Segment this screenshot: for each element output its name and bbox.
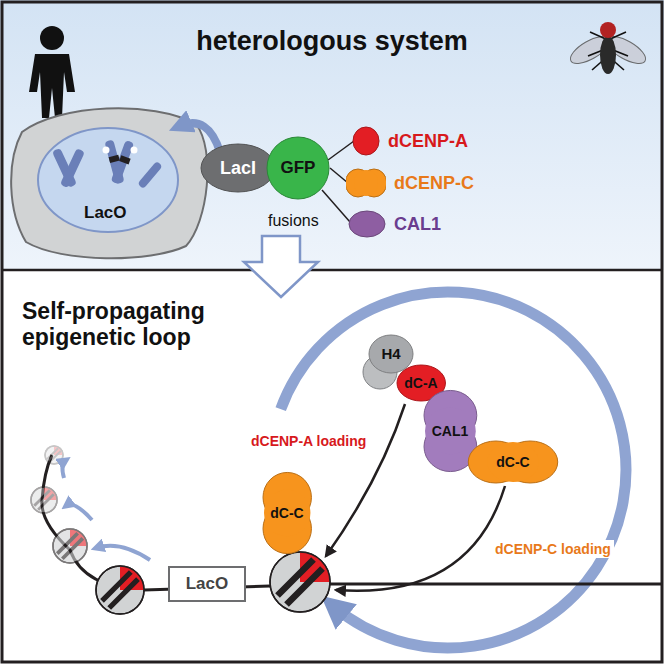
protein-label: H4 — [381, 345, 400, 362]
protein-label: CAL1 — [432, 423, 469, 439]
down-arrow — [244, 236, 318, 297]
process-label: dCENP-C loading — [492, 540, 614, 558]
top-panel-ground — [0, 0, 664, 270]
fusions-label: fusions — [268, 212, 319, 229]
gfp-circle: GFP — [266, 136, 330, 200]
nucleosome — [45, 446, 63, 464]
cell — [11, 108, 207, 258]
fusions-label: fusions — [268, 212, 319, 230]
fusion-protein: dCENP-C — [346, 168, 474, 198]
nucleosome — [31, 487, 57, 513]
panel-divider — [2, 269, 662, 272]
fusion-protein: dCENP-A — [352, 126, 468, 156]
nucleosome — [53, 529, 87, 563]
node-shape — [352, 126, 380, 156]
dcenp-c-protein: dC-C — [470, 440, 556, 484]
panel: heterologous systemLacI GFP dCENP-A dCENP-C… — [0, 0, 664, 270]
process-label: dCENP-C loading — [492, 540, 614, 558]
box-label: LacO — [186, 574, 229, 593]
nucleosome — [96, 566, 144, 614]
panel-heading: Self-propagating epigenetic loop — [22, 298, 262, 351]
protein-label: dC-A — [404, 375, 437, 391]
delivery-arrow — [180, 123, 220, 152]
locus-label: LacO — [84, 203, 127, 223]
nucleosomes — [31, 446, 330, 614]
fusion-protein: CAL1 — [348, 210, 441, 238]
node-shape — [346, 168, 386, 198]
protein-label: dC-C — [496, 454, 529, 470]
fusion-label: dCENP-A — [388, 131, 468, 152]
fusion-label: dCENP-C — [394, 173, 474, 194]
fusion-label: CAL1 — [394, 214, 441, 235]
loading-arrow — [336, 486, 505, 591]
fly-icon — [566, 22, 649, 74]
protein-label: LacI — [220, 158, 256, 179]
protein-label: dC-C — [270, 505, 303, 521]
human-icon — [29, 26, 75, 118]
process-label: dCENP-A loading — [248, 432, 369, 450]
panel: Self-propagating epigenetic loopLacOH4dC… — [0, 270, 664, 664]
protein-label: GFP — [281, 158, 316, 178]
nucleosome — [270, 552, 330, 612]
node-shape — [348, 210, 386, 238]
locus-label: LacO — [84, 203, 127, 222]
dcenp-c-protein: dC-C — [262, 474, 312, 552]
dna-fiber — [42, 455, 662, 590]
loop-arrow — [281, 292, 626, 648]
spreading-arrows — [62, 460, 150, 560]
loading-arrow — [326, 404, 405, 556]
panel-heading: heterologous system — [0, 26, 664, 57]
process-label: dCENP-A loading — [248, 432, 369, 450]
laci-oval: LacI — [200, 143, 276, 193]
laco-box: LacO — [168, 566, 246, 602]
